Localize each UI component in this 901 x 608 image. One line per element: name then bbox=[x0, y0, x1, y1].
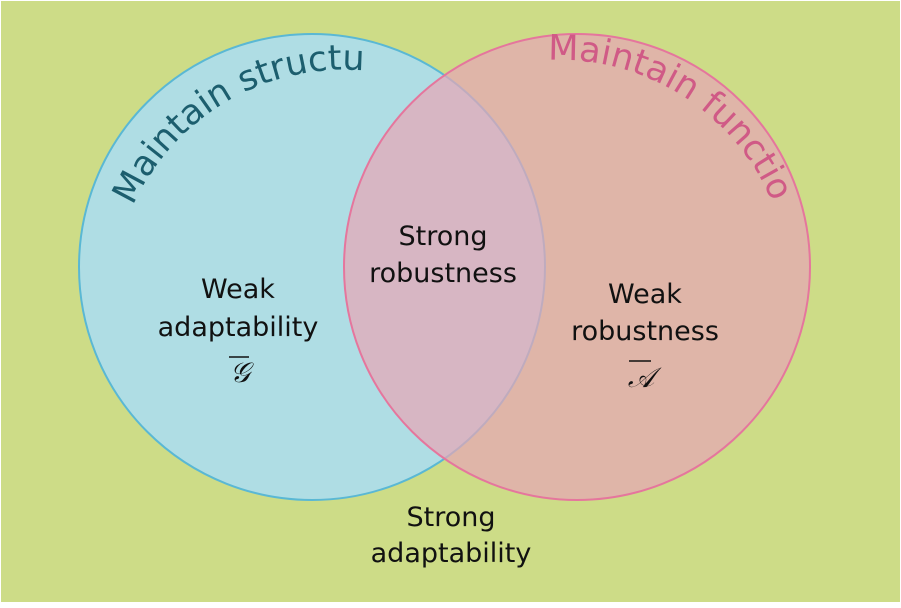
strong-robustness-line2: robustness bbox=[369, 258, 517, 289]
weak-robustness-line1: Weak bbox=[608, 279, 682, 310]
strong-robustness-line1: Strong bbox=[398, 221, 487, 252]
strong-adaptability-line1: Strong bbox=[406, 502, 495, 533]
weak-robustness-line2: robustness bbox=[571, 316, 719, 347]
strong-robustness-label: Strong robustness bbox=[369, 221, 517, 289]
strong-adaptability-label: Strong adaptability bbox=[371, 502, 532, 569]
maintain-function-circle bbox=[343, 33, 811, 501]
strong-adaptability-line2: adaptability bbox=[371, 538, 532, 569]
weak-adaptability-line2: adaptability bbox=[158, 312, 319, 343]
weak-adaptability-line1: Weak bbox=[201, 274, 275, 305]
